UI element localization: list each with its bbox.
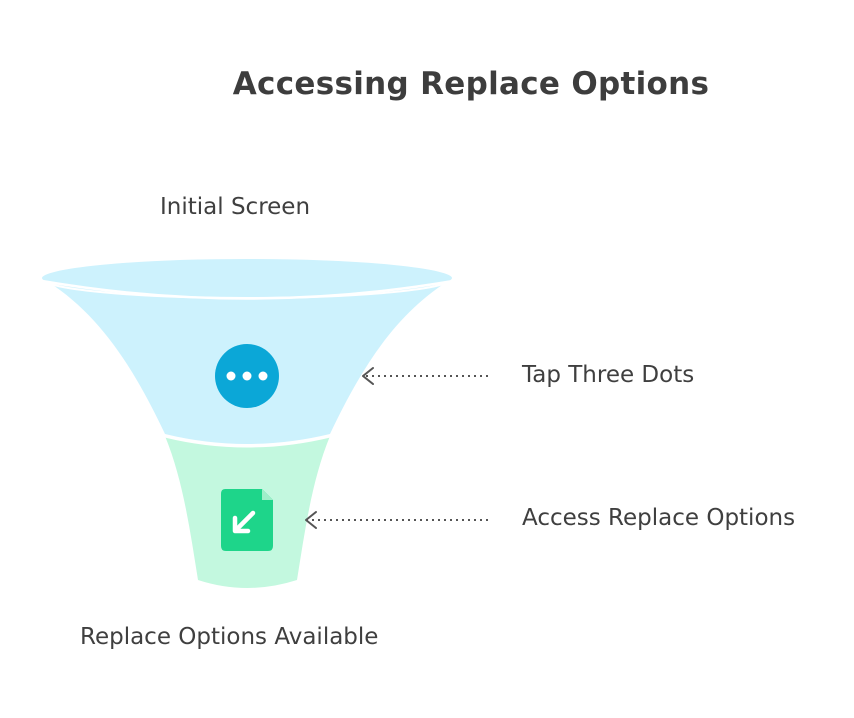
stage-label-tap-three-dots: Tap Three Dots (522, 362, 695, 388)
funnel-top-label: Initial Screen (160, 194, 311, 220)
funnel-rim (40, 257, 454, 299)
stage-label-access-replace-options: Access Replace Options (522, 505, 796, 531)
connector-arrow-step1 (362, 367, 488, 385)
three-dots-icon (215, 344, 279, 408)
diagram-title: Accessing Replace Options (232, 66, 710, 102)
funnel-bottom-label: Replace Options Available (80, 624, 379, 650)
connector-arrow-step2 (305, 511, 488, 529)
funnel-rim-highlight (41, 279, 454, 300)
funnel-divider (164, 434, 331, 448)
replace-file-icon (221, 489, 273, 551)
